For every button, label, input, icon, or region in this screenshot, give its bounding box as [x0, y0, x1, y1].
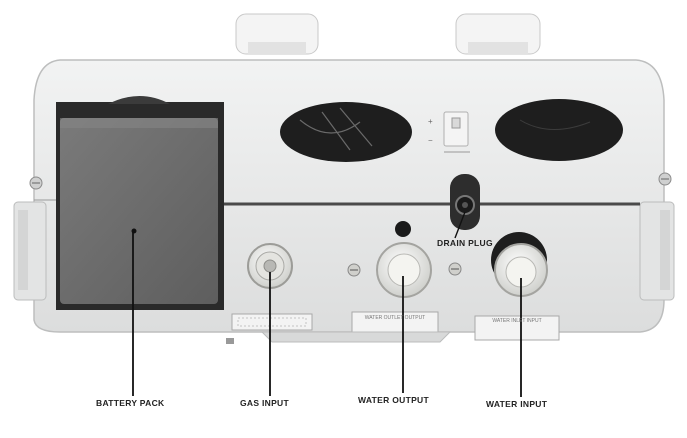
- water-output-plate-text: WATER OUTLET OUTPUT: [364, 315, 426, 321]
- svg-text:−: −: [428, 136, 433, 145]
- right-vent: [495, 99, 623, 161]
- water-input-plate-box: [474, 315, 560, 341]
- gas-input-label: GAS INPUT: [240, 398, 289, 408]
- indicator-hole: [395, 221, 411, 237]
- gas-input-plate: [231, 313, 313, 331]
- left-vent: [280, 102, 412, 162]
- battery-pack-label: BATTERY PACK: [96, 398, 165, 408]
- drain-plug-label: DRAIN PLUG: [437, 238, 493, 248]
- control-switch: [443, 111, 469, 147]
- water-output-label: WATER OUTPUT: [358, 395, 429, 405]
- water-input-label: WATER INPUT: [486, 399, 548, 409]
- battery-pack: [60, 118, 218, 304]
- svg-text:+: +: [428, 117, 433, 126]
- water-input-plate-text: WATER INLET INPUT: [492, 318, 542, 324]
- drain-plug-leader: [454, 211, 466, 239]
